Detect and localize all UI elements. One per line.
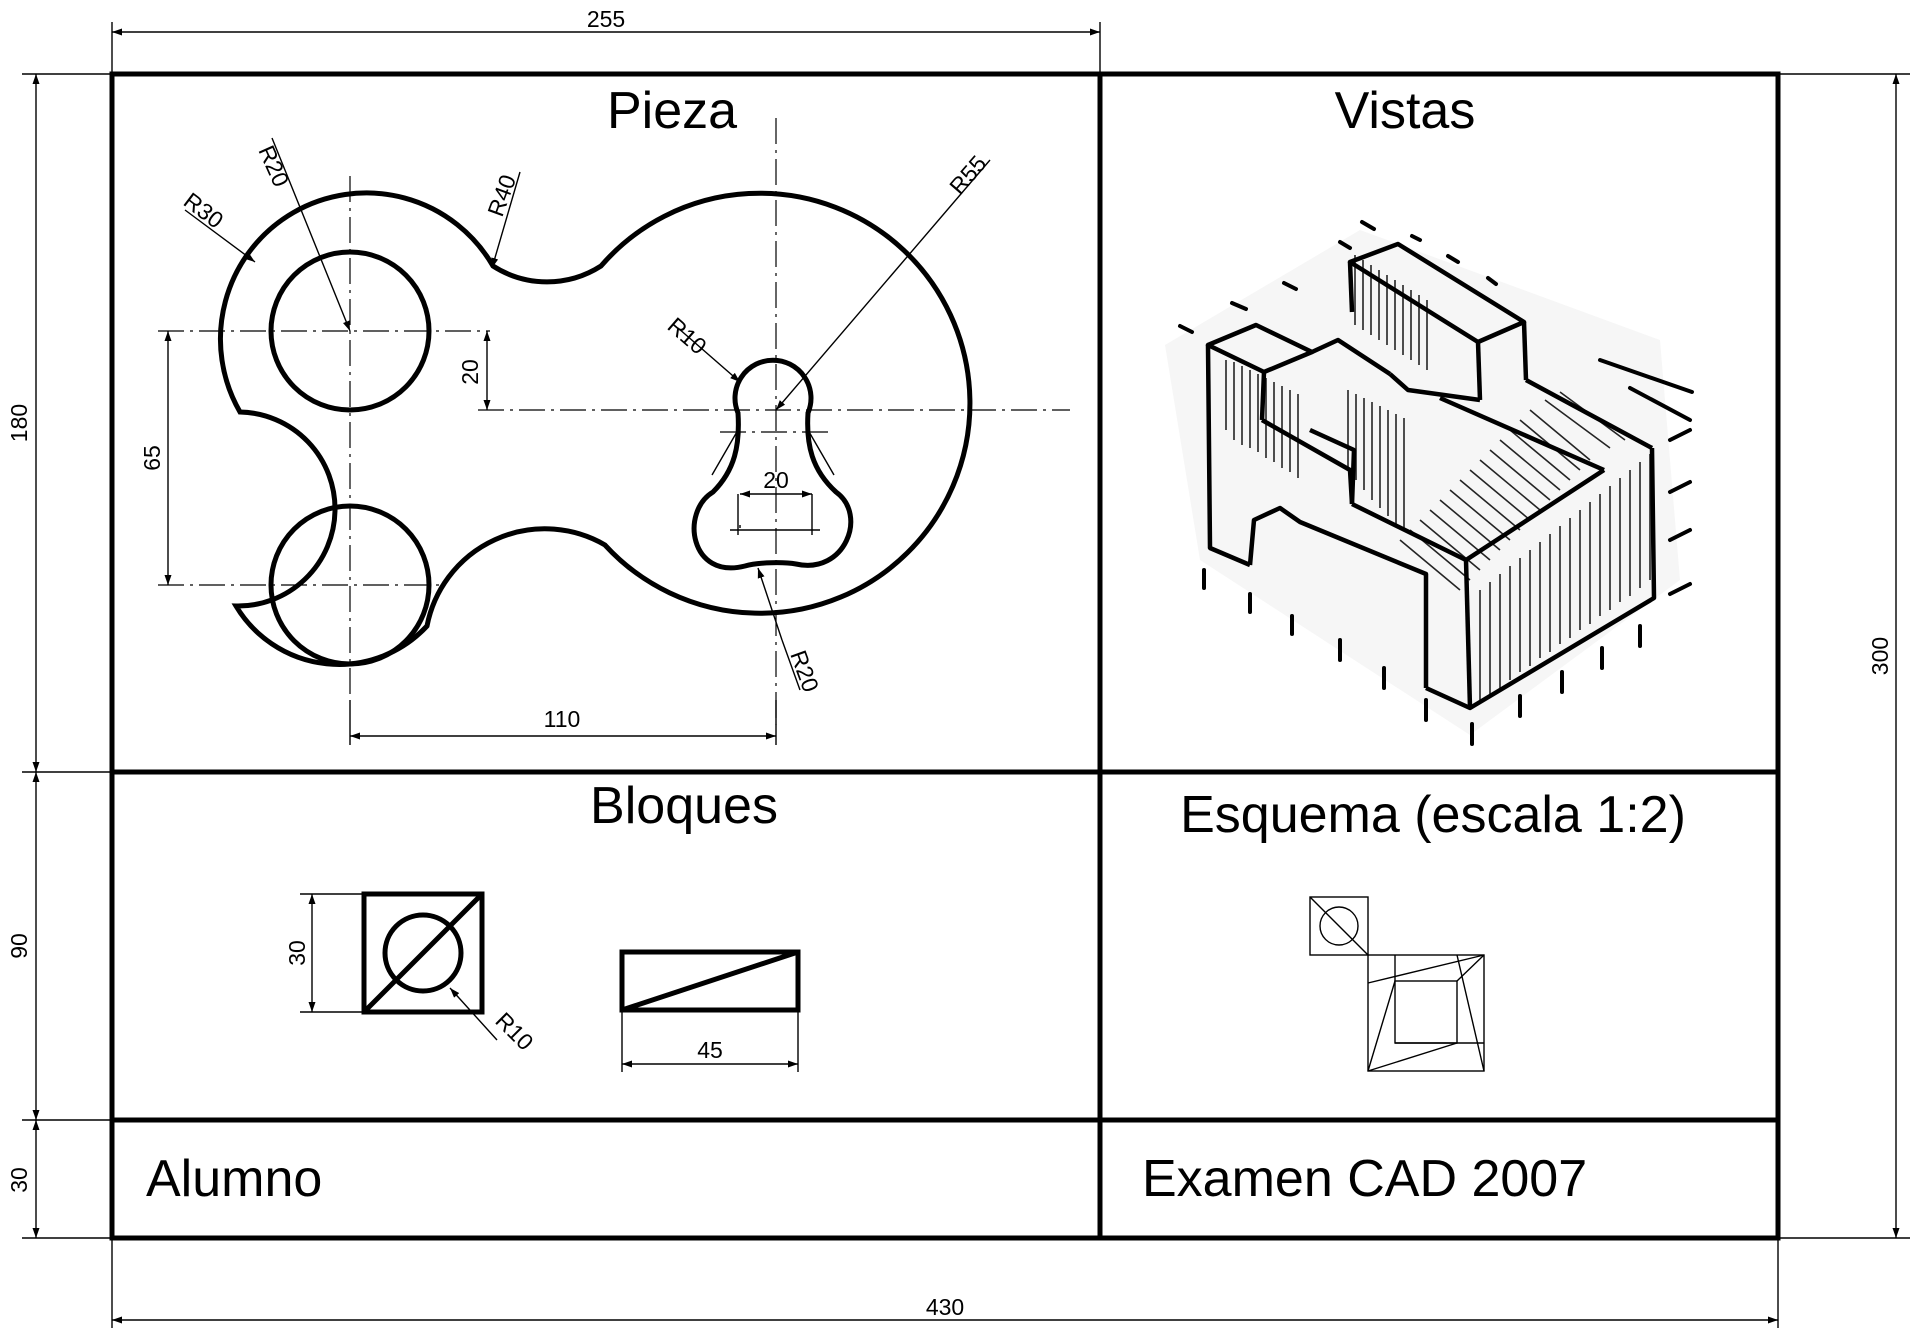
- pieza-drawing: R20 R30 R40 R55 R10 R20 20 65 20 110: [139, 118, 1070, 745]
- vistas-isometric-drawing: [1165, 220, 1694, 746]
- pieza-dim-20-slot: 20: [763, 467, 789, 493]
- block-rectangle: [619, 949, 801, 1013]
- pieza-dim-r20-top: R20: [253, 141, 294, 190]
- dim-bottom-width: 430: [926, 1294, 964, 1320]
- sheet-frame: [109, 71, 1781, 1241]
- pieza-hole-bottom: [268, 503, 432, 667]
- bloques-dim-30: 30: [284, 940, 310, 966]
- pieza-dim-r10: R10: [663, 312, 712, 359]
- label-examen: Examen CAD 2007: [1142, 1150, 1587, 1208]
- title-bloques: Bloques: [590, 777, 778, 835]
- title-pieza: Pieza: [607, 82, 737, 140]
- outer-dimensions: 255 430 180 90 30 300: [6, 6, 1910, 1328]
- dim-right-300: 300: [1867, 637, 1893, 675]
- bloques-dim-r10: R10: [490, 1007, 538, 1055]
- pieza-outer-contour: [217, 190, 973, 667]
- dim-left-30: 30: [6, 1167, 32, 1193]
- title-esquema: Esquema (escala 1:2): [1180, 786, 1686, 844]
- dim-left-180: 180: [6, 404, 32, 442]
- block-square: [361, 891, 485, 1015]
- pieza-slot-construction: [711, 429, 835, 535]
- pieza-dim-r40: R40: [482, 171, 521, 220]
- block-circle: [382, 912, 464, 994]
- esquema-drawing: [1309, 896, 1485, 1072]
- vistas-outline: [1205, 241, 1657, 711]
- dim-top-width: 255: [587, 6, 625, 32]
- pieza-hole-top: [268, 249, 432, 413]
- vistas-projection-ticks: [1178, 220, 1694, 746]
- pieza-dim-r30: R30: [179, 187, 228, 233]
- pieza-dim-r55: R55: [944, 150, 991, 199]
- bloques-drawing: 30 R10 45: [284, 891, 801, 1072]
- pieza-keyhole-slot: [691, 357, 854, 571]
- pieza-dim-65: 65: [139, 445, 165, 471]
- pieza-leaders: [184, 137, 991, 691]
- label-alumno: Alumno: [146, 1150, 322, 1208]
- title-vistas: Vistas: [1335, 82, 1476, 140]
- dim-left-90: 90: [6, 933, 32, 959]
- bloques-dim-45: 45: [697, 1037, 723, 1063]
- pieza-dim-110: 110: [544, 706, 581, 732]
- pieza-dim-20-vertical: 20: [457, 359, 483, 385]
- pieza-dim-r20-bottom: R20: [785, 647, 824, 696]
